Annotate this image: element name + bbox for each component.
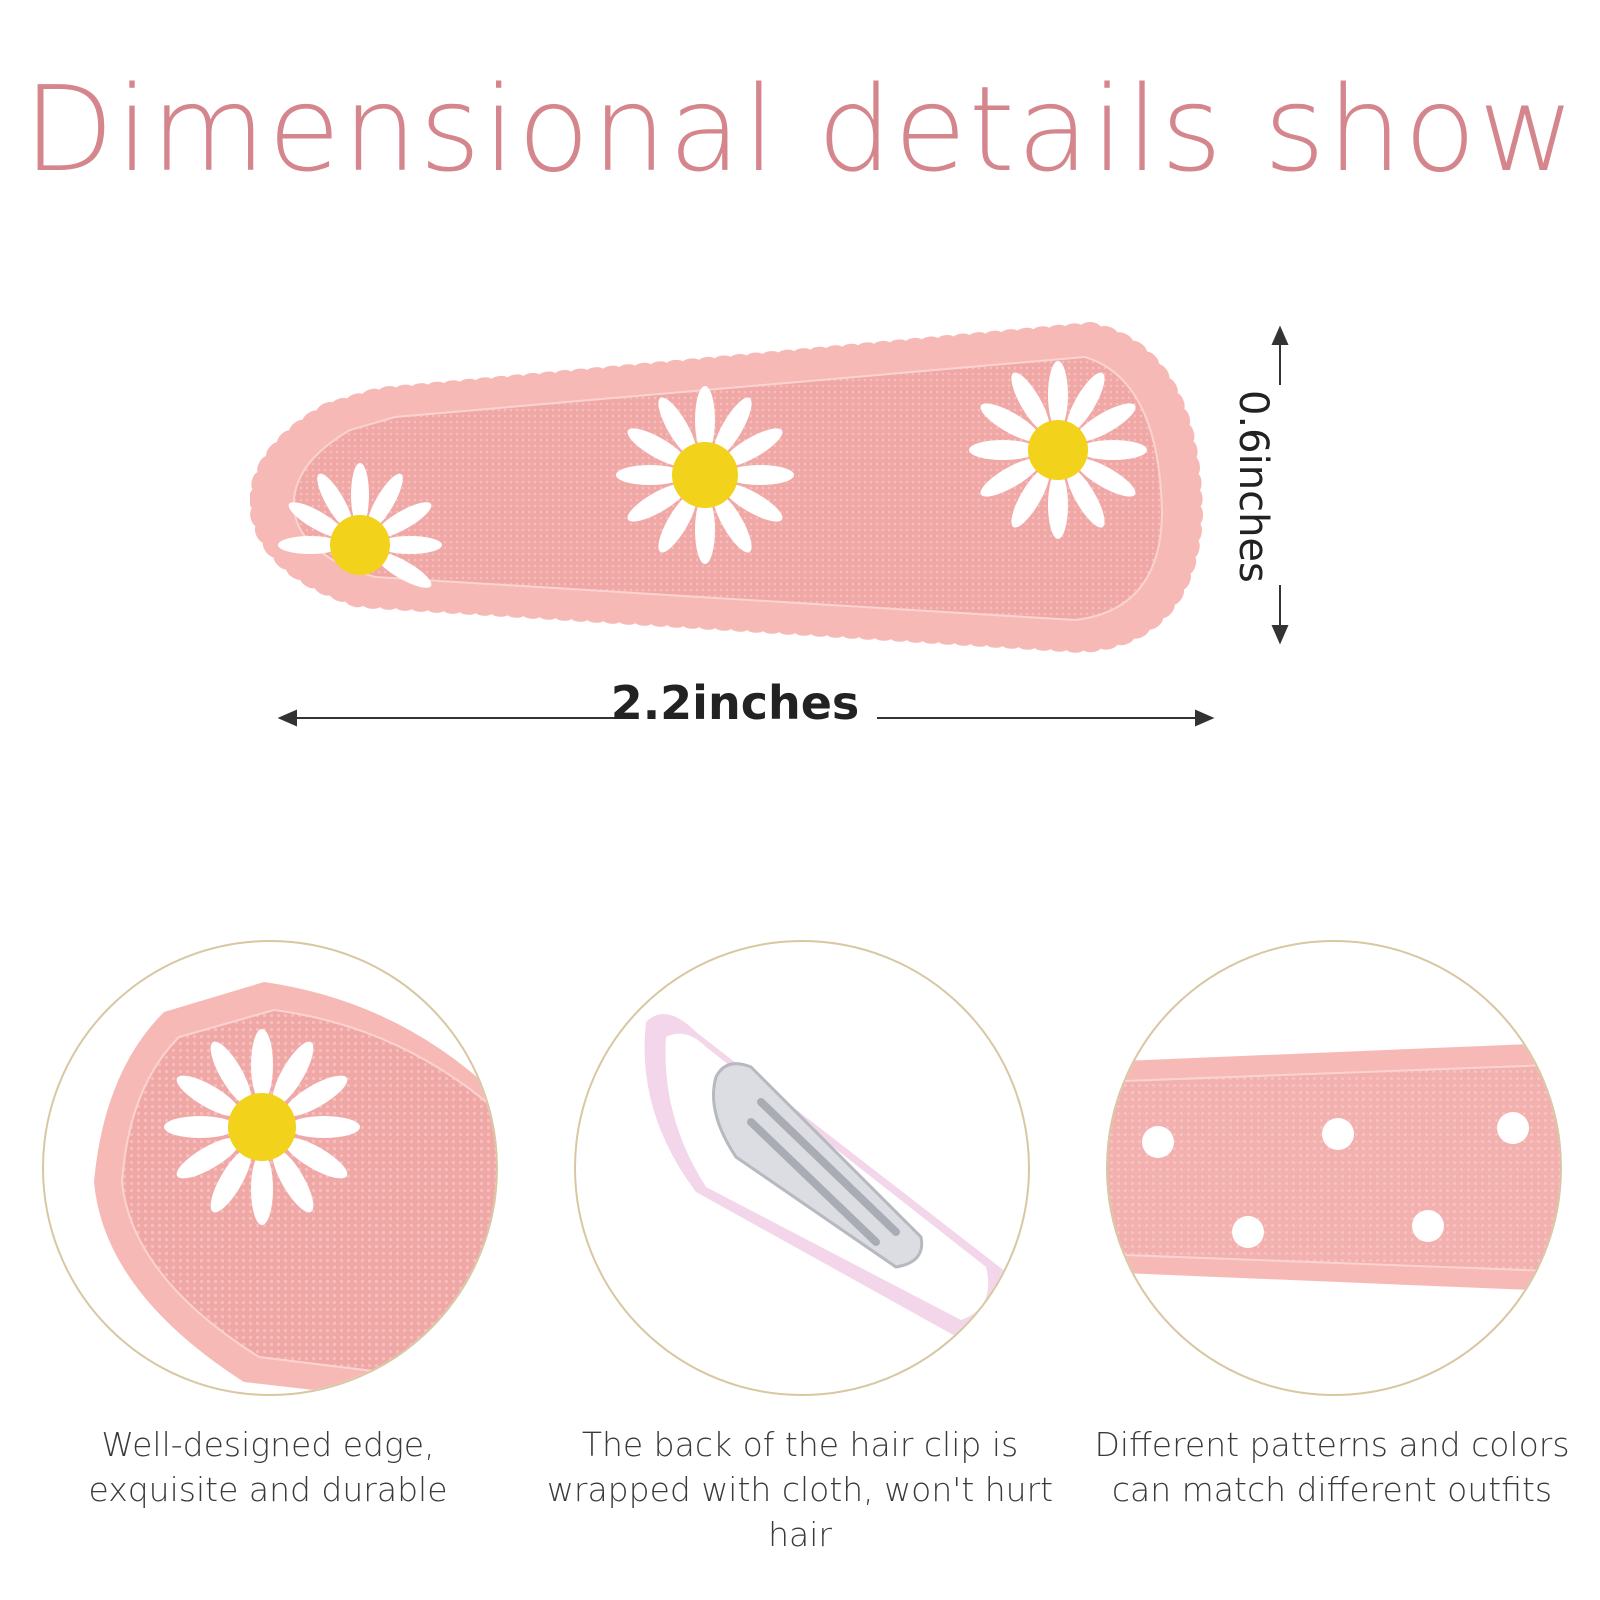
polka-dots: [1142, 1112, 1529, 1248]
feature-circle-edge: [42, 940, 498, 1396]
page-title: Dimensional details show: [23, 60, 1577, 198]
hair-clip-main-image: [250, 321, 1204, 654]
daisy-icon: [278, 463, 442, 588]
clip-back-image: [644, 1014, 1010, 1342]
daisy-icon: [616, 386, 794, 564]
daisy-icon: [164, 1029, 360, 1225]
feature-circle-back: [574, 940, 1030, 1396]
metal-snap-clip: [712, 1062, 924, 1269]
edge-closeup-image: [94, 982, 496, 1394]
polka-dot-clip-image: [1108, 1042, 1560, 1292]
feature-caption-patterns: Different patterns and colors can match …: [1094, 1425, 1570, 1509]
feature-caption-back: The back of the hair clip is wrapped wit…: [546, 1425, 1054, 1554]
feature-circle-patterns: [1106, 940, 1562, 1396]
height-dimension-label: 0.6inches: [1230, 390, 1276, 583]
feature-caption-edge: Well-designed edge, exquisite and durabl…: [88, 1425, 448, 1509]
dimension-arrows: [277, 325, 1289, 727]
width-dimension-label: 2.2inches: [610, 676, 860, 730]
daisy-icon: [969, 361, 1147, 539]
